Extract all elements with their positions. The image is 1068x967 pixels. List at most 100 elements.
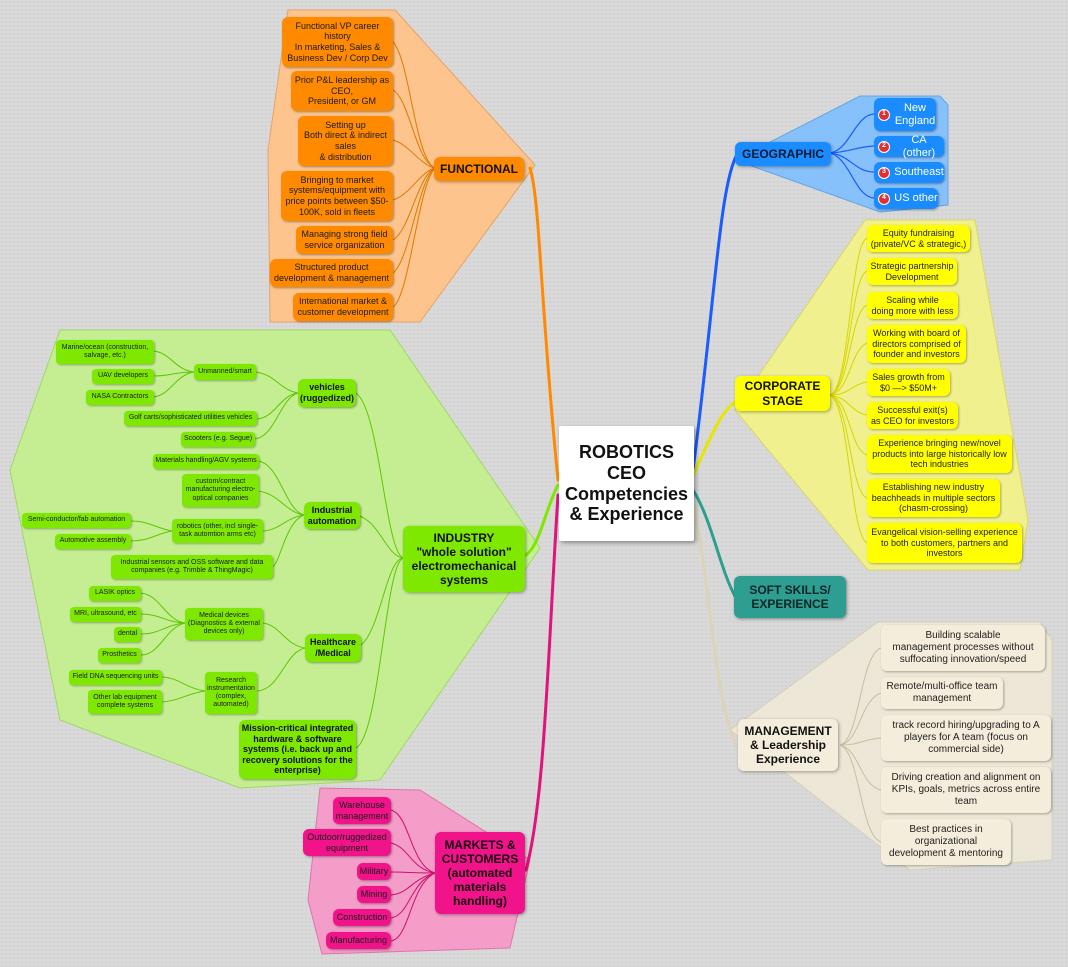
management-item[interactable]: Building scalable management processes w… bbox=[881, 625, 1045, 671]
industrial-item[interactable]: Industrial sensors and OSS software and … bbox=[111, 555, 273, 579]
functional-item[interactable]: Prior P&L leadership as CEO, President, … bbox=[291, 71, 393, 111]
mission-critical-subtopic[interactable]: Mission-critical integrated hardware & s… bbox=[239, 720, 356, 779]
rank-1-icon: 1 bbox=[878, 108, 890, 121]
conn-c-2 bbox=[829, 270, 868, 396]
geographic-item-label: US other bbox=[894, 192, 938, 205]
conn-ind-custom bbox=[257, 490, 305, 516]
medical-devices-node[interactable]: Medical devices (Diagnostics & external … bbox=[185, 608, 263, 640]
conn-r-semi bbox=[129, 520, 173, 532]
conn-mk-3 bbox=[390, 871, 436, 874]
vehicles-subtopic[interactable]: vehicles (ruggedized) bbox=[298, 379, 356, 407]
conn-m-3 bbox=[839, 737, 882, 746]
healthcare-item[interactable]: Field DNA sequencing units bbox=[69, 670, 162, 685]
conn-c-9 bbox=[829, 394, 868, 544]
conn-mk-5 bbox=[390, 872, 436, 919]
rank-4-icon: 4 bbox=[878, 192, 890, 205]
conn-mk-6 bbox=[390, 872, 436, 942]
geographic-item-southeast[interactable]: 3 Southeast bbox=[874, 162, 944, 183]
connector-industry bbox=[524, 483, 560, 557]
functional-item[interactable]: Functional VP career history In marketin… bbox=[282, 17, 393, 67]
vehicle-item[interactable]: UAV developers bbox=[92, 369, 154, 384]
corporate-stage-item[interactable]: Successful exit(s) as CEO for investors bbox=[867, 402, 958, 429]
corporate-stage-item[interactable]: Equity fundraising (private/VC & strateg… bbox=[867, 225, 970, 252]
healthcare-item[interactable]: dental bbox=[114, 627, 141, 642]
vehicle-item[interactable]: Marine/ocean (construction, salvage, etc… bbox=[56, 340, 154, 364]
conn-c-5 bbox=[829, 381, 868, 396]
industrial-item[interactable]: Materials handling/AGV systems bbox=[153, 454, 259, 469]
geographic-item-label: Southeast bbox=[894, 166, 944, 179]
conn-c-8 bbox=[829, 394, 868, 499]
corporate-stage-item[interactable]: Establishing new industry beachheads in … bbox=[867, 479, 1000, 517]
research-instrumentation-node[interactable]: Research instrumentation (complex, autom… bbox=[205, 672, 257, 714]
corporate-stage-item[interactable]: Experience bringing new/novel products i… bbox=[867, 435, 1012, 473]
healthcare-item[interactable]: MRI, ultrasound, etc bbox=[70, 607, 141, 622]
management-topic[interactable]: MANAGEMENT & Leadership Experience bbox=[738, 719, 838, 771]
conn-i-vehicles bbox=[355, 392, 404, 559]
management-item[interactable]: Driving creation and alignment on KPIs, … bbox=[881, 767, 1051, 813]
markets-item[interactable]: Manufacturing bbox=[326, 932, 391, 949]
conn-c-7 bbox=[829, 394, 868, 456]
central-topic[interactable]: ROBOTICS CEO Competencies & Experience bbox=[559, 426, 694, 541]
connector-functional bbox=[528, 166, 560, 482]
geographic-item-ca-other[interactable]: 2 CA (other) bbox=[874, 134, 944, 159]
geographic-item-new-england[interactable]: 1 New England bbox=[874, 98, 936, 131]
conn-g-3 bbox=[829, 152, 875, 173]
connector-corporate bbox=[691, 398, 740, 477]
management-item[interactable]: Best practices in organizational develop… bbox=[881, 819, 1011, 865]
functional-item[interactable]: Bringing to market systems/equipment wit… bbox=[281, 171, 393, 221]
conn-f-2 bbox=[392, 89, 436, 169]
management-item[interactable]: Remote/multi-office team management bbox=[881, 677, 1003, 709]
markets-item[interactable]: Warehouse management bbox=[333, 797, 391, 824]
conn-u-nasa bbox=[152, 371, 195, 398]
functional-item[interactable]: Setting up Both direct & indirect sales … bbox=[298, 116, 393, 166]
healthcare-item[interactable]: LASIK optics bbox=[89, 586, 141, 601]
industrial-item[interactable]: custom/contract manufacturing electro- o… bbox=[182, 474, 259, 507]
unmanned-smart-node[interactable]: Unmanned/smart bbox=[194, 364, 256, 380]
soft-skills-topic[interactable]: SOFT SKILLS/ EXPERIENCE bbox=[734, 576, 846, 618]
corporate-stage-item[interactable]: Evangelical vision-selling experience to… bbox=[867, 523, 1022, 563]
markets-item[interactable]: Construction bbox=[333, 909, 391, 926]
vehicle-item[interactable]: Scooters (e.g. Segue) bbox=[181, 432, 255, 447]
vehicle-item[interactable]: NASA Contractors bbox=[86, 390, 154, 405]
conn-v-scooters bbox=[253, 392, 299, 440]
corporate-stage-item[interactable]: Working with board of directors comprise… bbox=[867, 325, 966, 363]
conn-v-golf bbox=[256, 392, 299, 420]
industrial-automation-subtopic[interactable]: Industrial automation bbox=[304, 502, 360, 529]
healthcare-subtopic[interactable]: Healthcare /Medical bbox=[305, 634, 361, 662]
conn-h-medical bbox=[262, 622, 306, 649]
conn-r-auto bbox=[129, 530, 173, 542]
geographic-topic[interactable]: GEOGRAPHIC bbox=[735, 142, 831, 166]
corporate-stage-item[interactable]: Scaling while doing more with less bbox=[867, 292, 958, 319]
conn-f-5 bbox=[392, 167, 436, 241]
functional-item[interactable]: International market & customer developm… bbox=[293, 293, 393, 321]
connector-geographic bbox=[691, 151, 740, 472]
conn-i-mission bbox=[355, 557, 404, 749]
geographic-item-us-other[interactable]: 4 US other bbox=[874, 188, 938, 209]
conn-m-1 bbox=[839, 647, 882, 746]
conn-md-lasik bbox=[139, 592, 186, 624]
management-item[interactable]: track record hiring/upgrading to A playe… bbox=[881, 715, 1051, 761]
functional-item[interactable]: Managing strong field service organizati… bbox=[296, 226, 393, 254]
industrial-item[interactable]: Semi-conductor/fab automation bbox=[22, 513, 131, 528]
functional-item[interactable]: Structured product development & managem… bbox=[270, 259, 393, 287]
conn-md-dental bbox=[140, 622, 186, 635]
vehicle-item[interactable]: Golf carts/sophisticated utilities vehic… bbox=[124, 411, 257, 426]
connector-markets bbox=[524, 493, 560, 872]
conn-ind-robotics bbox=[262, 514, 305, 532]
healthcare-item[interactable]: Other lab equipment complete systems bbox=[88, 690, 162, 714]
markets-item[interactable]: Outdoor/ruggedized equipment bbox=[303, 829, 391, 856]
robotics-node[interactable]: robotics (other, incl single- task autom… bbox=[172, 519, 263, 543]
conn-f-1 bbox=[392, 41, 436, 169]
industry-topic[interactable]: INDUSTRY "whole solution" electromechani… bbox=[403, 526, 525, 592]
corporate-stage-item[interactable]: Sales growth from $0 —> $50M+ bbox=[867, 369, 950, 396]
corporate-stage-topic[interactable]: CORPORATE STAGE bbox=[735, 376, 830, 411]
markets-item[interactable]: Mining bbox=[357, 886, 391, 903]
industrial-item[interactable]: Automotive assembly bbox=[55, 534, 131, 549]
corporate-stage-item[interactable]: Strategic partnership Development bbox=[867, 258, 957, 285]
conn-c-6 bbox=[829, 394, 868, 416]
markets-topic[interactable]: MARKETS & CUSTOMERS (automated materials… bbox=[435, 832, 525, 914]
markets-item[interactable]: Military bbox=[357, 863, 391, 880]
geographic-item-label: New England bbox=[894, 101, 936, 127]
healthcare-item[interactable]: Prosthetics bbox=[98, 648, 141, 663]
functional-topic[interactable]: FUNCTIONAL bbox=[434, 157, 524, 181]
